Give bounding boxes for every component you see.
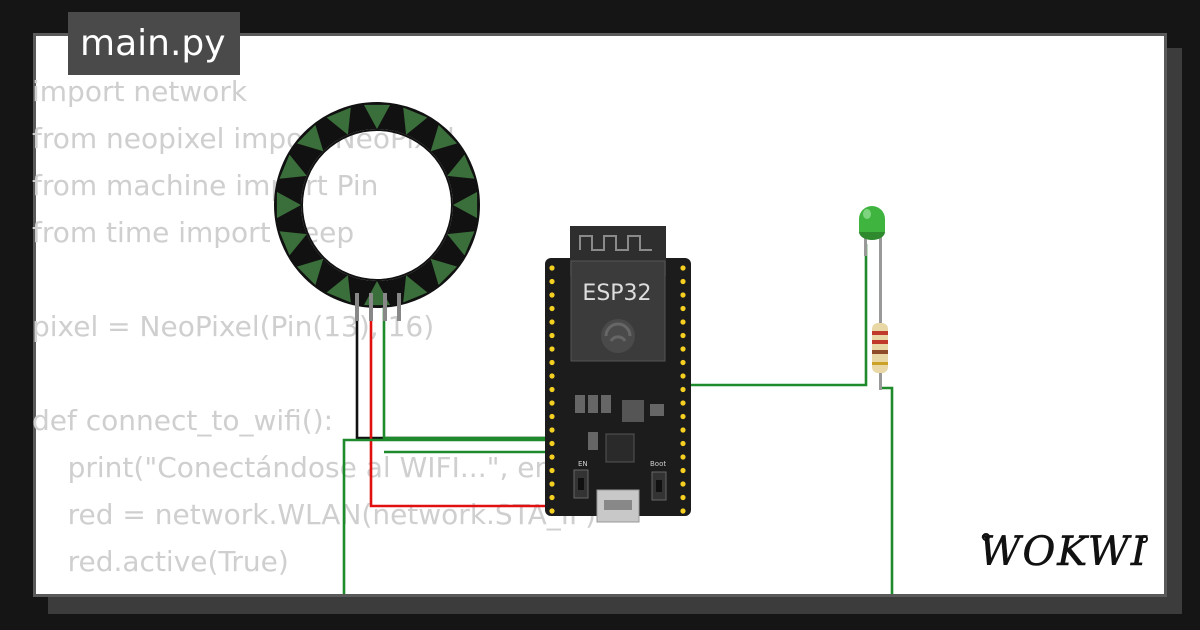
board-pin[interactable]: [549, 359, 555, 366]
neopixel-led: [296, 258, 324, 286]
wokwi-logo: WOKWI: [979, 529, 1148, 575]
neopixel-led: [403, 275, 428, 303]
board-pin[interactable]: [680, 319, 686, 325]
neopixel-led: [363, 104, 391, 129]
neopixel-led: [447, 231, 475, 256]
board-pin[interactable]: [680, 386, 686, 393]
green-led[interactable]: [859, 206, 885, 326]
board-pin[interactable]: [549, 319, 555, 325]
file-tab-label: main.py: [80, 23, 226, 64]
wire-green-resistor[interactable]: [881, 386, 894, 630]
board-pin[interactable]: [549, 386, 555, 393]
neopixel-ring[interactable]: [274, 102, 480, 321]
board-pin[interactable]: [680, 454, 686, 460]
board-pin[interactable]: [549, 305, 555, 312]
logo-dot-icon: [1140, 535, 1148, 543]
board-pin[interactable]: [680, 373, 686, 379]
neopixel-led: [326, 275, 351, 303]
board-pin[interactable]: [680, 332, 686, 339]
board-pin[interactable]: [680, 440, 686, 447]
board-pin[interactable]: [680, 292, 686, 298]
resistor[interactable]: [872, 323, 888, 390]
boot-label: Boot: [650, 460, 666, 468]
board-pin[interactable]: [680, 413, 686, 420]
board-pin[interactable]: [680, 400, 686, 406]
code-line: pixel = NeoPixel(Pin(13), 16): [32, 310, 435, 343]
board-pin[interactable]: [549, 332, 555, 339]
board-pin[interactable]: [549, 508, 555, 514]
board-pin[interactable]: [549, 400, 555, 406]
board-pin[interactable]: [549, 467, 555, 474]
esp32-board[interactable]: ESP32 EN Boot: [545, 226, 691, 523]
brand-label: WOKWI: [979, 529, 1148, 575]
board-pin[interactable]: [680, 346, 686, 352]
code-line: red.active(True): [32, 545, 289, 578]
logo-dot-icon: [982, 533, 990, 541]
board-pin[interactable]: [680, 481, 686, 487]
board-pin[interactable]: [549, 494, 555, 501]
board-pin[interactable]: [549, 278, 555, 285]
neopixel-led: [296, 124, 324, 152]
board-pin[interactable]: [680, 278, 686, 285]
neopixel-led: [279, 231, 307, 256]
board-pin[interactable]: [680, 305, 686, 312]
wire-green-data[interactable]: [382, 300, 552, 440]
board-pin[interactable]: [549, 427, 555, 433]
file-tab-main-py[interactable]: main.py: [68, 12, 240, 75]
board-pin[interactable]: [680, 265, 686, 271]
board-pin[interactable]: [549, 481, 555, 487]
board-pin[interactable]: [680, 508, 686, 514]
board-pin[interactable]: [680, 359, 686, 366]
code-line: def connect_to_wifi():: [32, 404, 334, 437]
board-pin[interactable]: [549, 454, 555, 460]
neopixel-led: [326, 107, 351, 135]
board-pin[interactable]: [680, 494, 686, 501]
neopixel-led: [453, 191, 478, 219]
neopixel-led: [279, 154, 307, 179]
wire-green-led[interactable]: [683, 244, 868, 387]
en-label: EN: [578, 460, 588, 468]
board-pin[interactable]: [549, 440, 555, 447]
board-pin[interactable]: [549, 265, 555, 271]
neopixel-led: [430, 124, 458, 152]
neopixel-led: [403, 107, 428, 135]
board-pin[interactable]: [680, 467, 686, 474]
wires: [342, 244, 894, 630]
board-pin[interactable]: [680, 427, 686, 433]
board-pin[interactable]: [549, 346, 555, 352]
code-line: red = network.WLAN(network.STA_IF): [32, 498, 597, 531]
board-pin[interactable]: [549, 373, 555, 379]
neopixel-led: [276, 191, 301, 219]
neopixel-led: [430, 258, 458, 286]
board-pin[interactable]: [549, 292, 555, 298]
board-pin[interactable]: [549, 413, 555, 420]
neopixel-led: [447, 154, 475, 179]
board-label: ESP32: [582, 281, 651, 306]
code-line: import network: [32, 75, 248, 108]
wire-green-long[interactable]: [342, 438, 552, 630]
wire-red-power[interactable]: [369, 300, 552, 508]
